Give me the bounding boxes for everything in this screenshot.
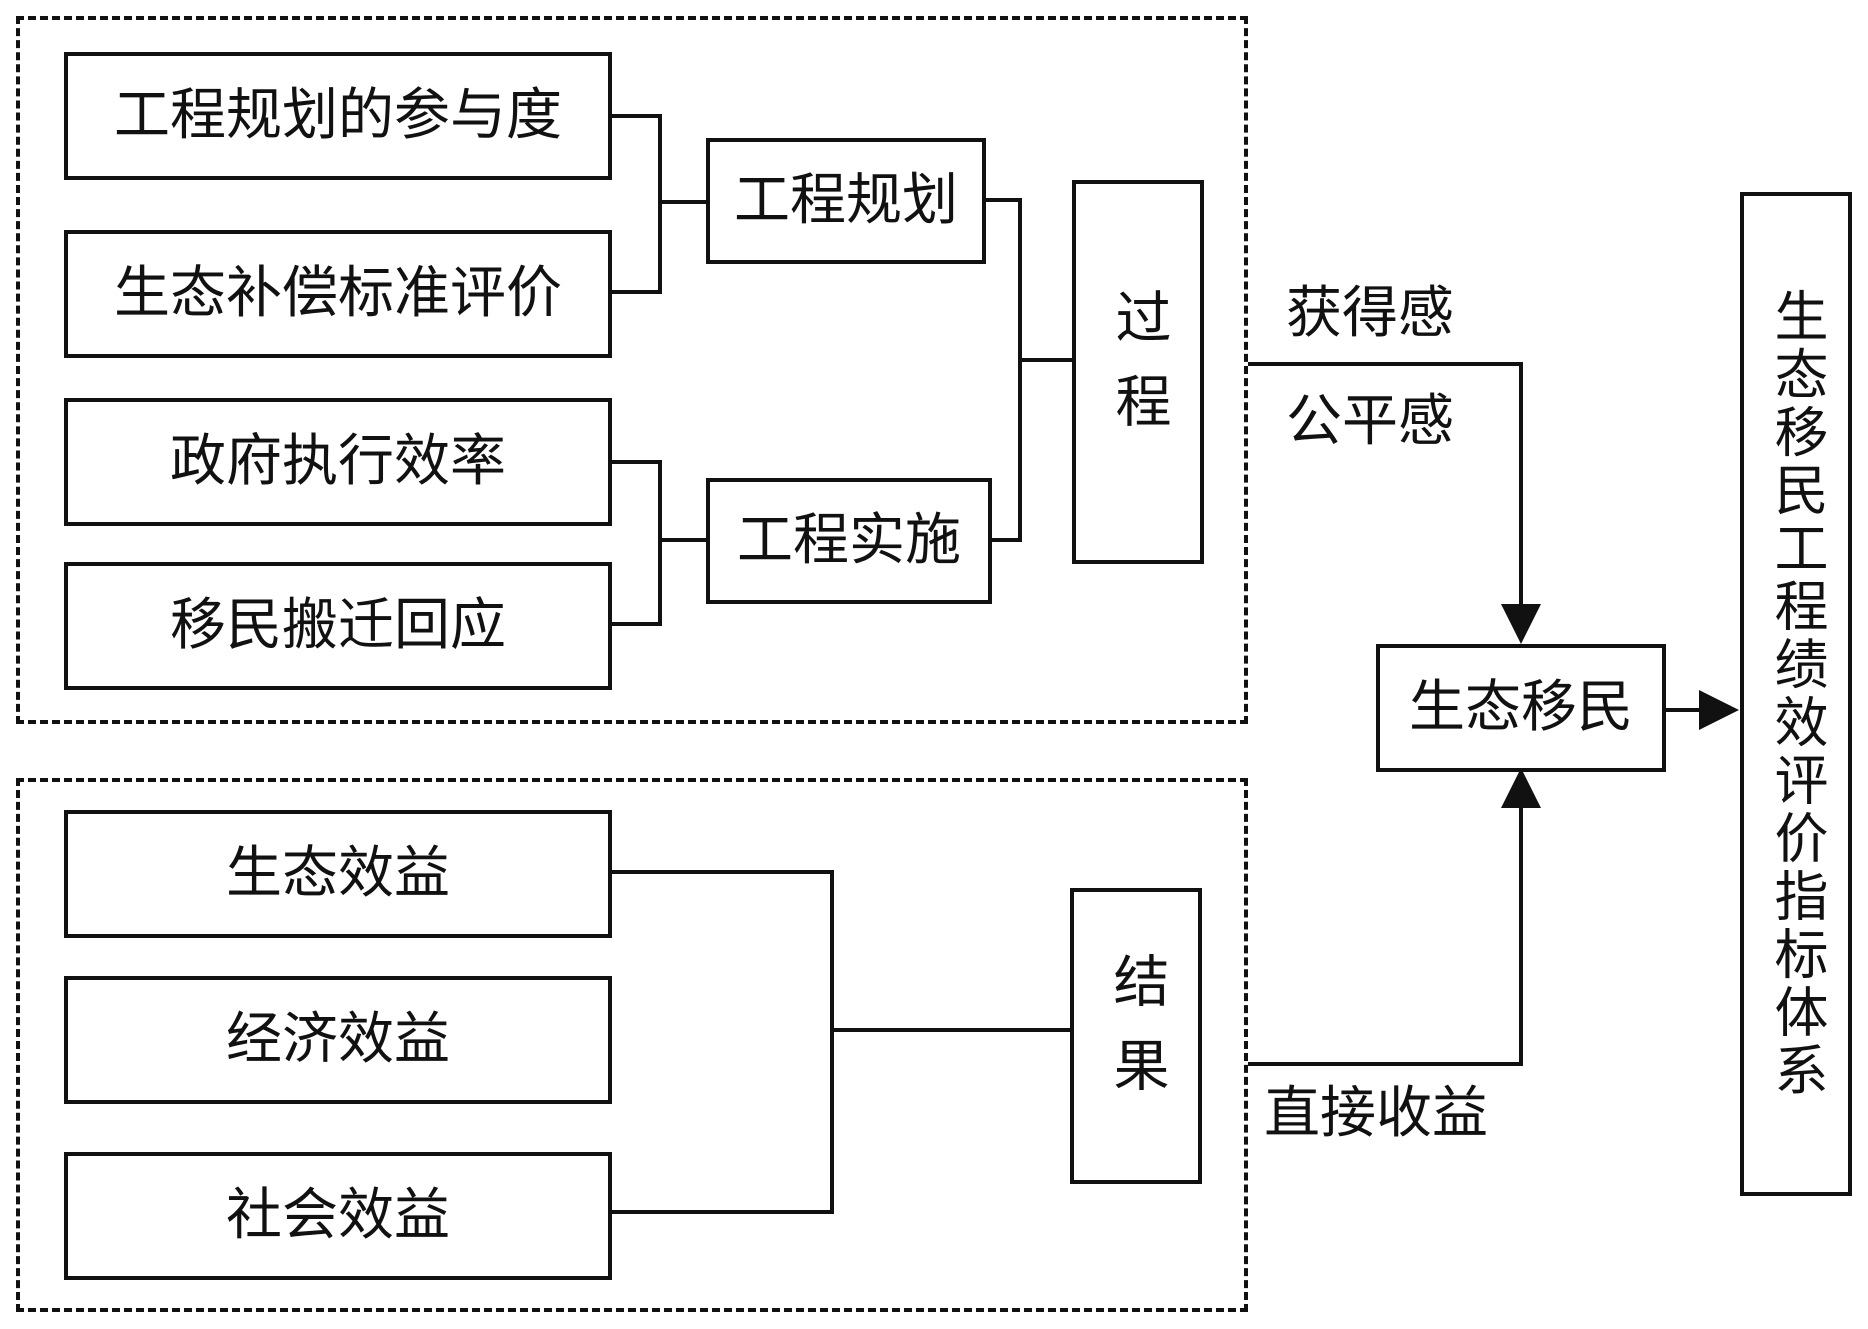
compensation-box: 生态补偿标准评价 bbox=[64, 230, 612, 358]
compensation-label: 生态补偿标准评价 bbox=[114, 261, 562, 326]
evaluation-system-label: 生态移民工程绩效评价指标体系 bbox=[1765, 288, 1828, 1100]
connector-stage-process bbox=[984, 198, 1022, 542]
fairness-label: 公平感 bbox=[1286, 389, 1454, 454]
process-group-frame bbox=[16, 16, 1248, 724]
ecological-benefit-box: 生态效益 bbox=[64, 810, 612, 938]
evaluation-system-box: 生态移民工程绩效评价指标体系 bbox=[1740, 192, 1852, 1196]
result-stage-box: 结果 bbox=[1070, 888, 1202, 1184]
planning-label: 工程规划 bbox=[734, 168, 958, 233]
social-benefit-label: 社会效益 bbox=[226, 1183, 450, 1248]
relocation-response-box: 移民搬迁回应 bbox=[64, 562, 612, 690]
economic-benefit-label: 经济效益 bbox=[226, 1007, 450, 1072]
social-benefit-box: 社会效益 bbox=[64, 1152, 612, 1280]
process-stage-box: 过程 bbox=[1072, 180, 1204, 564]
direct-income-label: 直接收益 bbox=[1264, 1081, 1488, 1146]
implementation-box: 工程实施 bbox=[706, 478, 992, 604]
result-group-frame bbox=[16, 778, 1248, 1312]
gain-label: 获得感 bbox=[1286, 281, 1454, 346]
ecological-migration-box: 生态移民 bbox=[1376, 644, 1666, 772]
process-stage-label: 过程 bbox=[1106, 288, 1171, 456]
planning-box: 工程规划 bbox=[706, 138, 986, 264]
economic-benefit-box: 经济效益 bbox=[64, 976, 612, 1104]
ecological-benefit-label: 生态效益 bbox=[226, 841, 450, 906]
arrow-process-to-center bbox=[1248, 362, 1541, 644]
connector-participation-planning bbox=[612, 114, 662, 294]
arrow-result-to-center bbox=[1248, 768, 1541, 1066]
participation-label: 工程规划的参与度 bbox=[114, 83, 562, 148]
connector-efficiency-implementation bbox=[612, 460, 662, 626]
implementation-label: 工程实施 bbox=[737, 508, 961, 573]
relocation-response-label: 移民搬迁回应 bbox=[170, 593, 506, 658]
government-efficiency-box: 政府执行效率 bbox=[64, 398, 612, 526]
participation-box: 工程规划的参与度 bbox=[64, 52, 612, 180]
government-efficiency-label: 政府执行效率 bbox=[170, 429, 506, 494]
connector-benefits bbox=[612, 870, 834, 1214]
result-stage-label: 结果 bbox=[1104, 952, 1169, 1120]
ecological-migration-label: 生态移民 bbox=[1409, 675, 1633, 740]
